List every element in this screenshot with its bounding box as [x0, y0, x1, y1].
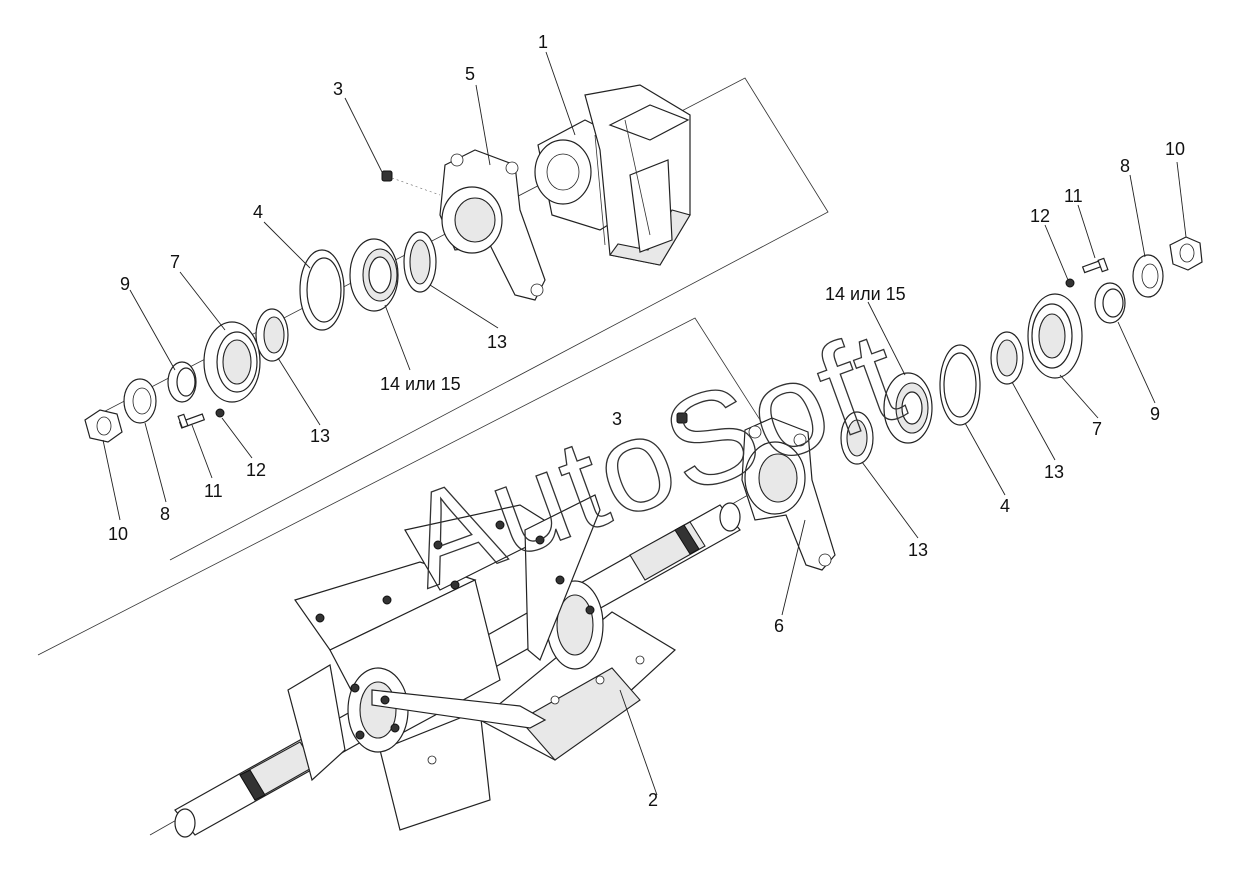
bearing-part-14-15-upper [349, 238, 399, 312]
nut-part-10-right [1169, 236, 1203, 271]
callout-8-left: 8 [160, 504, 170, 524]
seal-part-13-right [990, 331, 1024, 385]
callout-5: 5 [465, 64, 475, 84]
callout-3-mid: 3 [612, 409, 622, 429]
grease-fitting-part-3-upper [381, 170, 441, 196]
callout-10-left: 10 [108, 524, 128, 544]
bracket-housing-part-1 [534, 84, 691, 266]
callout-13-right: 13 [1044, 462, 1064, 482]
callout-8-right: 8 [1120, 156, 1130, 176]
callout-10-right: 10 [1165, 139, 1185, 159]
callout-7-left: 7 [170, 252, 180, 272]
seal-part-13-mid [840, 411, 874, 465]
callout-14-15-left: 14 или 15 [380, 374, 461, 394]
cover-part-7-upper [203, 321, 261, 403]
nut-part-10-upper [84, 409, 123, 443]
leader-lines [102, 51, 1187, 796]
callout-7-right: 7 [1092, 419, 1102, 439]
bolt-part-11-right [1081, 257, 1109, 274]
knuckle-part-5 [439, 149, 546, 301]
sleeve-part-9-upper [167, 361, 197, 403]
callout-2: 2 [648, 790, 658, 810]
knuckle-part-6 [741, 417, 836, 571]
washer-part-8-right [1132, 254, 1164, 298]
callout-6: 6 [774, 616, 784, 636]
sleeve-part-9-right [1094, 282, 1126, 324]
callout-1: 1 [538, 32, 548, 52]
callout-13-upper-a: 13 [487, 332, 507, 352]
callout-14-15-right: 14 или 15 [825, 284, 906, 304]
gasket-part-4-upper [299, 249, 345, 331]
rotor-shaft-part-2 [174, 494, 741, 838]
callout-12-right: 12 [1030, 206, 1050, 226]
cover-part-7-right [1027, 293, 1083, 379]
seal-part-13-upper-a [403, 231, 437, 293]
washer-part-8-upper [123, 378, 157, 424]
seal-part-13-upper-b [255, 308, 289, 362]
callouts: 1 5 3 4 7 9 13 14 или 15 13 12 11 8 10 3… [108, 32, 1185, 810]
callout-11-right: 11 [1064, 186, 1083, 206]
callout-9-right: 9 [1150, 404, 1160, 424]
callout-3-top: 3 [333, 79, 343, 99]
bearing-part-14-15-right [883, 372, 933, 444]
gasket-part-4-right [939, 344, 981, 426]
callout-13-mid: 13 [908, 540, 928, 560]
callout-12-left: 12 [246, 460, 266, 480]
callout-4-right: 4 [1000, 496, 1010, 516]
callout-13-upper-b: 13 [310, 426, 330, 446]
lock-washer-part-12-right [1065, 278, 1075, 288]
bolt-part-11-upper [177, 413, 206, 429]
callout-9-left: 9 [120, 274, 130, 294]
callout-4-left: 4 [253, 202, 263, 222]
grease-fitting-part-3-mid [676, 412, 688, 424]
spline-right [629, 521, 706, 581]
lock-washer-part-12-upper [215, 408, 225, 418]
callout-11-left: 11 [204, 481, 223, 501]
